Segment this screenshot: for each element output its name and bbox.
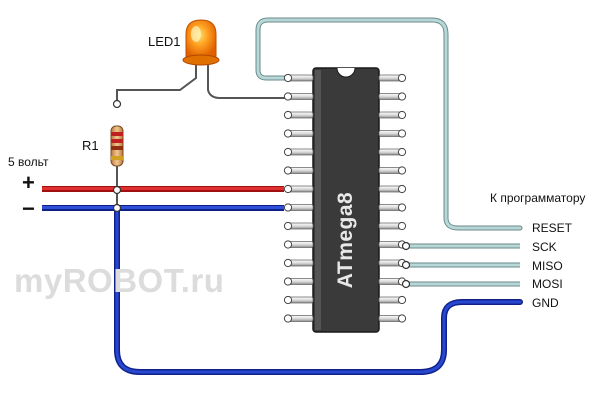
chip-pin-left-13 <box>283 295 314 305</box>
chip-pin-right-7 <box>378 184 407 194</box>
chip-pin-right-9 <box>378 221 407 231</box>
chip-pin-left-7 <box>283 184 314 194</box>
chip-pin-left-1 <box>283 73 314 83</box>
chip-pin-right-3 <box>378 110 407 120</box>
chip-pin-left-4 <box>283 129 314 138</box>
led-resistor-wiring <box>116 62 288 208</box>
chip-pin-right-10 <box>378 240 407 249</box>
wire-minus <box>42 205 284 211</box>
chip-pin-left-9 <box>283 221 314 231</box>
chip-pin-right-1 <box>378 73 407 83</box>
chip-pin-left-10 <box>283 240 314 249</box>
chip-pins-left <box>283 73 314 323</box>
chip-pin-left-3 <box>283 110 314 120</box>
chip-pin-left-12 <box>283 277 314 286</box>
chip-pin-left-2 <box>283 92 314 101</box>
wire-gnd <box>114 205 523 375</box>
led1 <box>182 19 220 66</box>
wire-reset <box>255 17 523 231</box>
resistor-label: R1 <box>82 138 99 153</box>
chip-pin-right-5 <box>378 147 407 157</box>
watermark-text: myROBOT.ru <box>14 262 225 299</box>
chip-pin-right-6 <box>378 166 407 175</box>
chip-pin-left-8 <box>283 203 314 212</box>
chip-pins-right <box>378 73 407 323</box>
pin-label-miso: MISO <box>532 259 563 273</box>
junctions <box>112 99 411 289</box>
programmer-header: К программатору <box>490 191 586 205</box>
chip-pin-right-12 <box>378 277 407 286</box>
chip-pin-right-8 <box>378 203 407 212</box>
chip-pin-left-5 <box>283 147 314 157</box>
chip-pin-left-11 <box>283 258 314 268</box>
chip-pin-left-6 <box>283 166 314 175</box>
chip-pin-right-4 <box>378 129 407 138</box>
chip-label-wrapper: ATmega8 <box>326 160 366 320</box>
wire-plus <box>42 186 284 192</box>
pin-label-sck: SCK <box>532 240 557 254</box>
plus-sign: + <box>22 170 35 195</box>
pin-label-mosi: MOSI <box>532 277 563 291</box>
chip-pin-right-2 <box>378 92 407 101</box>
resistor-r1 <box>110 125 124 167</box>
chip-label: ATmega8 <box>334 191 358 289</box>
chip-pin-left-14 <box>283 314 314 323</box>
pin-label-reset: RESET <box>532 221 573 235</box>
chip-atmega8 <box>312 67 380 333</box>
pin-label-gnd: GND <box>532 296 559 310</box>
chip-pin-right-14 <box>378 314 407 323</box>
minus-sign: − <box>22 196 35 221</box>
chip-pin-right-13 <box>378 295 407 305</box>
led-label: LED1 <box>148 34 181 49</box>
supply-voltage-label: 5 вольт <box>8 155 49 169</box>
chip-pin-right-11 <box>378 258 407 268</box>
